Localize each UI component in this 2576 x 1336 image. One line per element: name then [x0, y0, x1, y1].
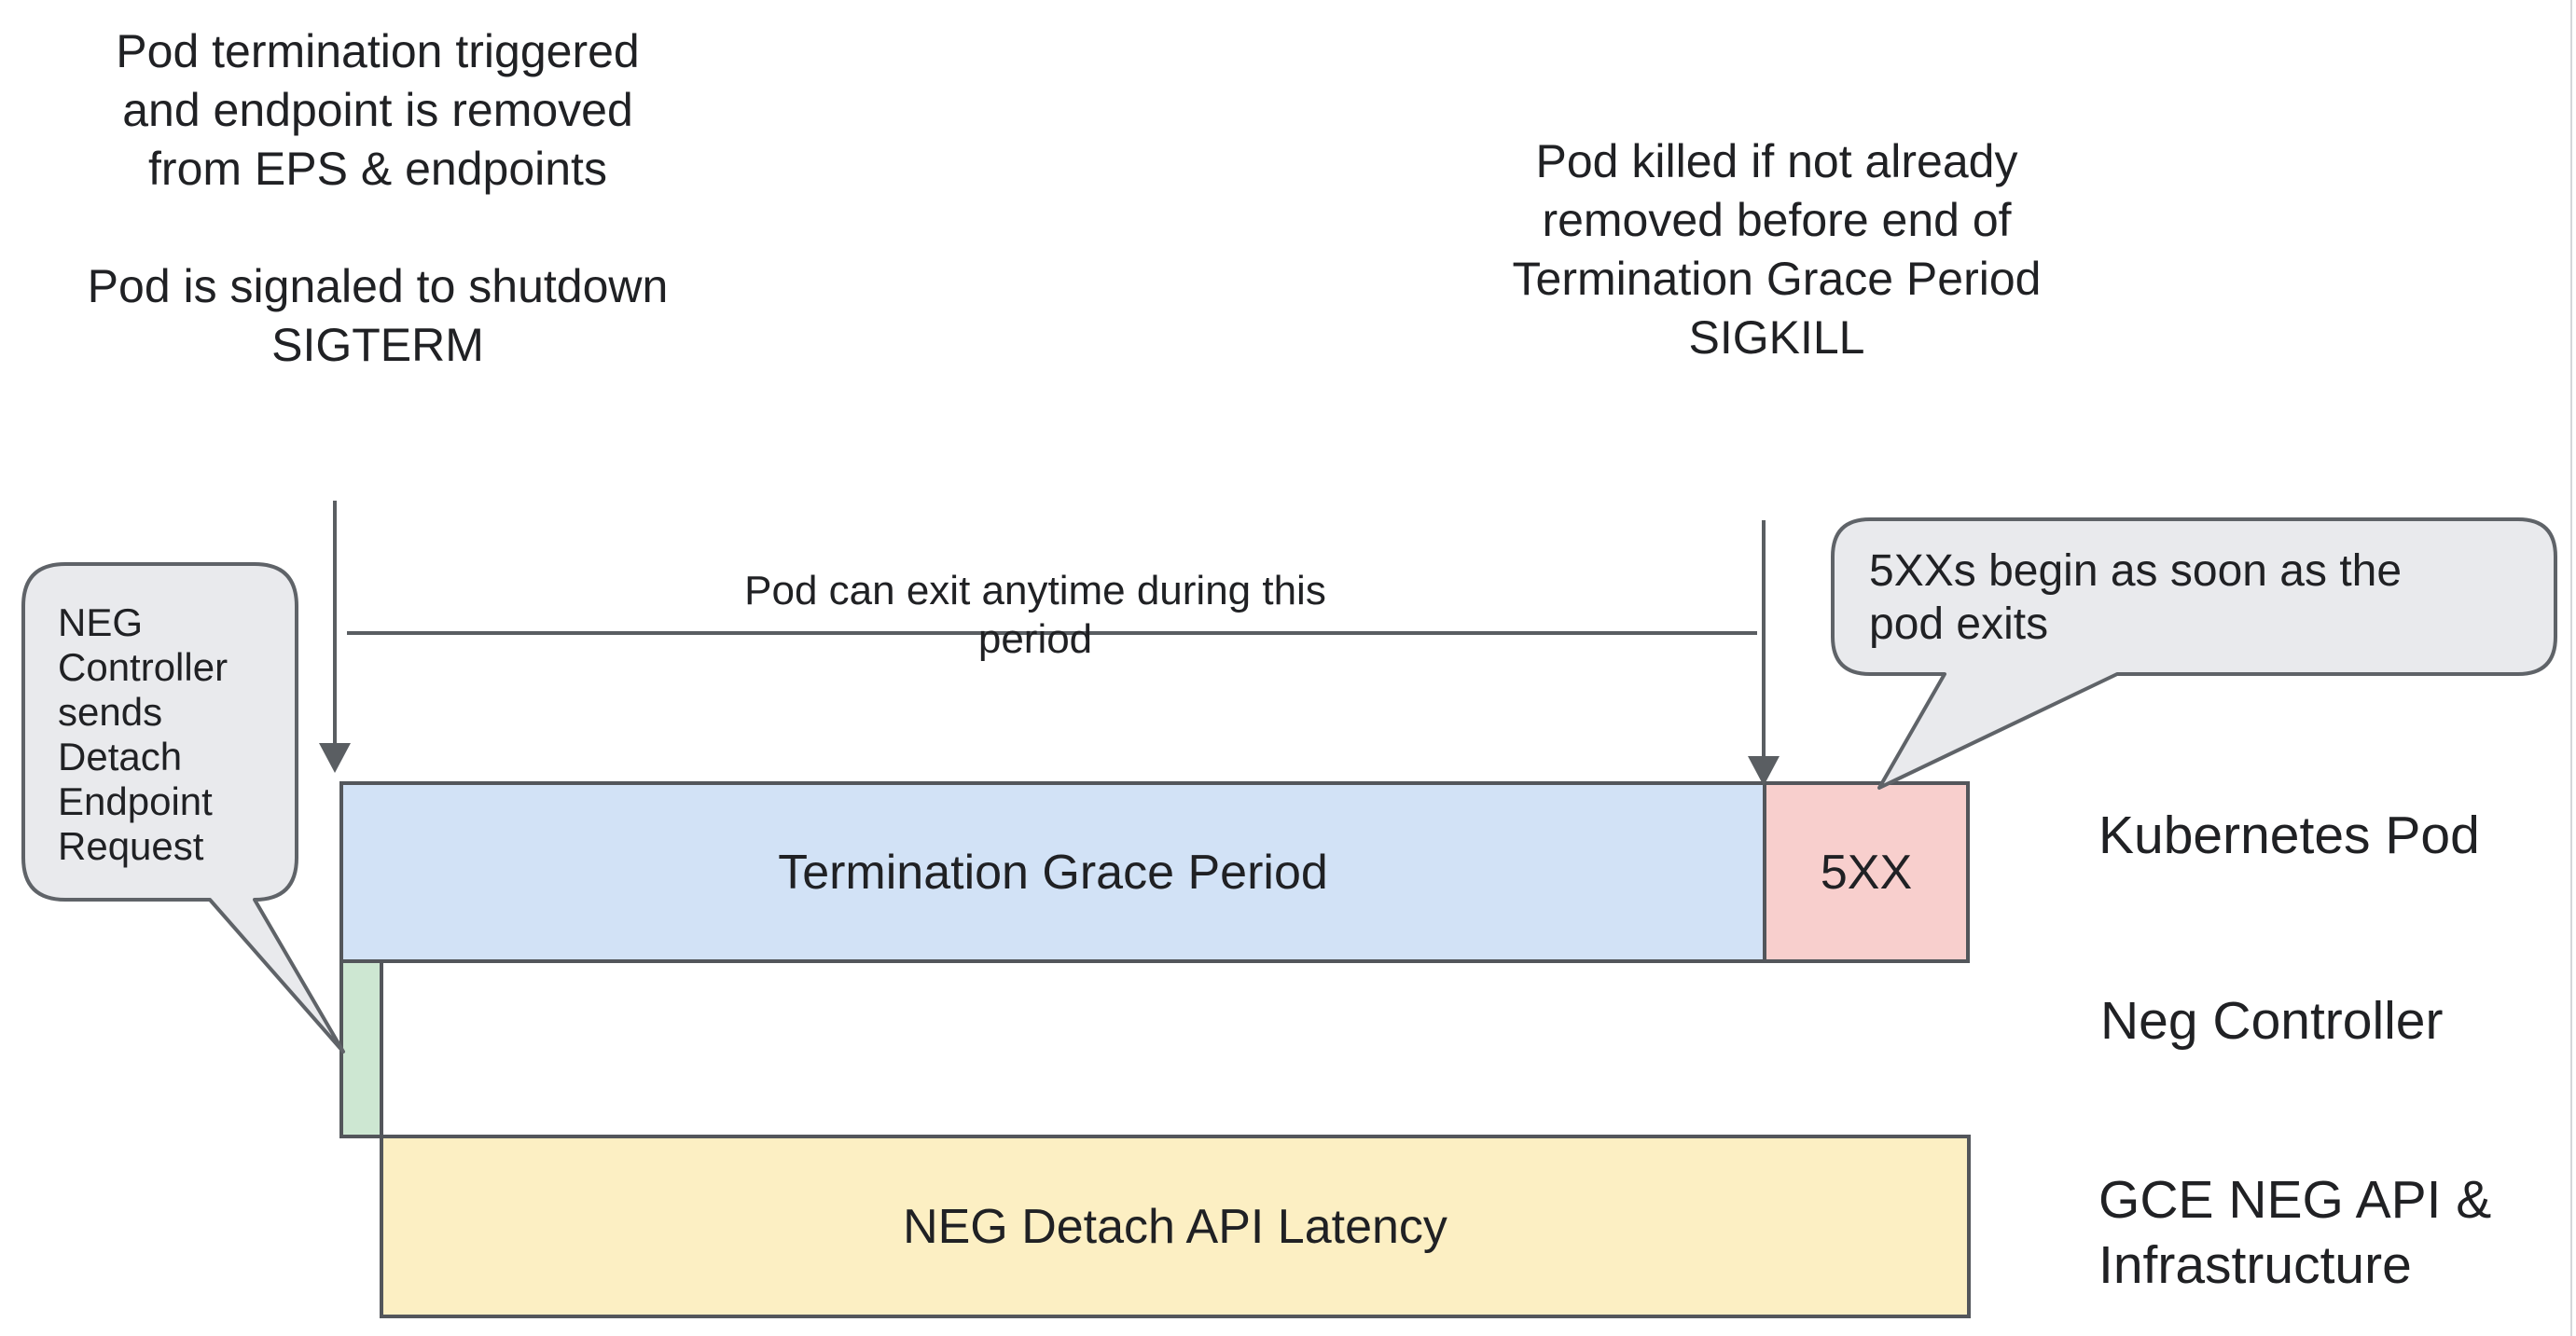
- sigterm-arrowhead-icon: [319, 743, 351, 773]
- lane-label-kubernetes-pod: Kubernetes Pod: [2098, 806, 2480, 865]
- sigkill-arrowhead-icon: [1748, 756, 1780, 786]
- five-xx-label: 5XX: [1820, 845, 1913, 900]
- neg-controller-callout-text: NEG Controller sends Detach Endpoint Req…: [58, 600, 229, 868]
- sigterm-arrow-icon: [319, 501, 351, 773]
- annotation-pod-killed: Pod killed if not already removed before…: [1512, 135, 2042, 364]
- five-xx-callout-bubble: [1831, 517, 2557, 790]
- five-xx-bar: [1763, 781, 1970, 963]
- neg-detach-api-latency-bar: [380, 1135, 1971, 1318]
- five-xx-callout-text: 5XXs begin as soon as the pod exits: [1869, 546, 2403, 649]
- neg-detach-api-latency-label: NEG Detach API Latency: [903, 1199, 1447, 1254]
- annotation-pod-can-exit: Pod can exit anytime during this period: [744, 568, 1326, 662]
- termination-grace-period-label: Termination Grace Period: [778, 845, 1328, 900]
- lane-label-gce-neg-api: GCE NEG API & Infrastructure: [2098, 1170, 2492, 1295]
- neg-detach-request-bar: [339, 959, 383, 1138]
- lane-label-neg-controller: Neg Controller: [2100, 991, 2444, 1051]
- termination-grace-period-bar: [339, 781, 1766, 963]
- neg-controller-callout-bubble: [21, 562, 345, 1054]
- annotation-pod-termination: Pod termination triggered and endpoint i…: [87, 25, 669, 371]
- sigkill-arrow-icon: [1748, 520, 1780, 786]
